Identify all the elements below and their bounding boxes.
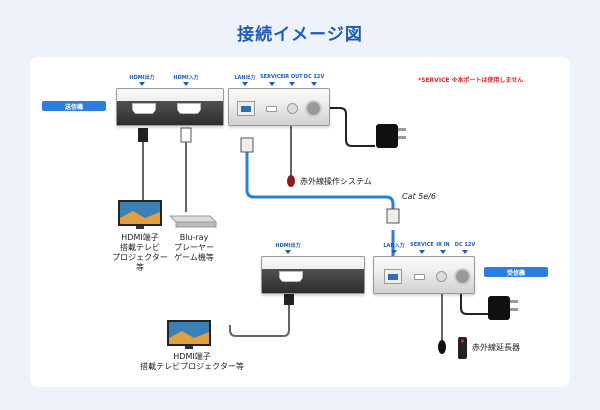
tx-dc-label: DC 12V [303,74,325,80]
ir-out-port-icon [287,103,298,114]
receiver-badge: 受信機 [484,267,548,277]
tv1-caption-line2: 搭載テレビ [120,243,160,252]
tv1-caption: HDMI端子 搭載テレビ プロジェクター 等 [110,233,170,273]
player-caption-line2: プレーヤー [174,243,214,252]
rx-service-port-icon [414,274,425,280]
player-caption: Blu-ray プレーヤー ゲーム機等 [166,233,222,263]
rx-lan-in-port-icon [384,269,402,284]
receiver-hdmi-side [261,256,365,294]
rx-ir-in-port-icon [436,271,447,282]
receiver-lan-side [373,256,475,294]
tx-hdmi-in-arrow-icon [183,82,189,86]
tx-lan-out-label: LAN出力 [234,75,256,81]
rx-ir-in-arrow-icon [440,250,446,254]
lan-plug-rx [386,208,400,224]
dc-port-icon [305,100,322,117]
hdmi-plug-3 [284,291,294,305]
tx-hdmi-in-label: HDMI入力 [173,75,199,81]
rx-ir-in-label: IR IN [436,242,450,248]
ir-emitter [287,175,295,187]
hdmi-out-port-icon [132,103,156,114]
tv1-caption-line4: 等 [136,263,144,272]
rx-dc-arrow-icon [462,250,468,254]
transmitter-hdmi-side [116,88,224,126]
tv2-caption: HDMI端子 搭載テレビプロジェクター等 [132,352,252,372]
service-port-icon [266,106,277,112]
tv2-caption-line1: HDMI端子 [173,352,211,361]
rx-hdmi-out-label: HDMI出力 [275,243,301,249]
tx-service-label: SERVICE [260,74,284,80]
tx-service-arrow-icon [269,82,275,86]
dc-cable-rx [460,286,490,315]
rx-service-label: SERVICE [410,242,434,248]
dc-cable-tx [317,107,375,147]
lan-out-port-icon [237,101,255,116]
bluray-player [168,215,218,228]
rx-lan-in-label: LAN入力 [383,243,405,249]
power-adapter-rx [488,296,518,320]
tx-dc-arrow-icon [311,82,317,86]
tv2-caption-line2: 搭載テレビプロジェクター等 [140,362,244,371]
remote-control [458,337,467,359]
page-title: 接続イメージ図 [237,25,363,45]
rx-service-arrow-icon [419,250,425,254]
ir-extender-label: 赤外線延長器 [472,343,520,352]
lan-plug-tx [240,137,254,153]
rx-hdmi-out-port-icon [279,271,303,282]
hdmi-plug-2 [180,127,192,143]
hdmi-in-port-icon [177,103,201,114]
rx-dc-label: DC 12V [454,242,476,248]
tv1-caption-line3: プロジェクター [112,253,168,262]
tx-ir-out-label: IR OUT [283,74,303,80]
lan-cable [245,150,395,210]
service-note: *SERVICE ※本ポートは使用しません [418,77,524,84]
tx-hdmi-out-label: HDMI出力 [129,75,155,81]
ir-receiver [438,340,446,354]
hdmi-plug-1 [138,128,148,142]
tx-lan-out-arrow-icon [242,82,248,86]
tx-ir-out-arrow-icon [289,82,295,86]
power-adapter-tx [376,124,406,148]
rx-hdmi-out-arrow-icon [285,250,291,254]
player-caption-line1: Blu-ray [179,233,209,242]
tv1-caption-line1: HDMI端子 [121,233,159,242]
transmitter-lan-side [228,88,330,126]
tv-1 [118,200,162,229]
cable-label: Cat 5e/6 [402,192,436,201]
rx-lan-in-arrow-icon [391,250,397,254]
player-caption-line3: ゲーム機等 [174,253,214,262]
rx-dc-port-icon [454,268,471,285]
hdmi-cable-tv2 [229,292,290,337]
ir-system-label: 赤外線操作システム [300,177,372,186]
tx-hdmi-out-arrow-icon [139,82,145,86]
tv-2 [167,320,211,349]
transmitter-badge: 送信機 [42,101,106,111]
